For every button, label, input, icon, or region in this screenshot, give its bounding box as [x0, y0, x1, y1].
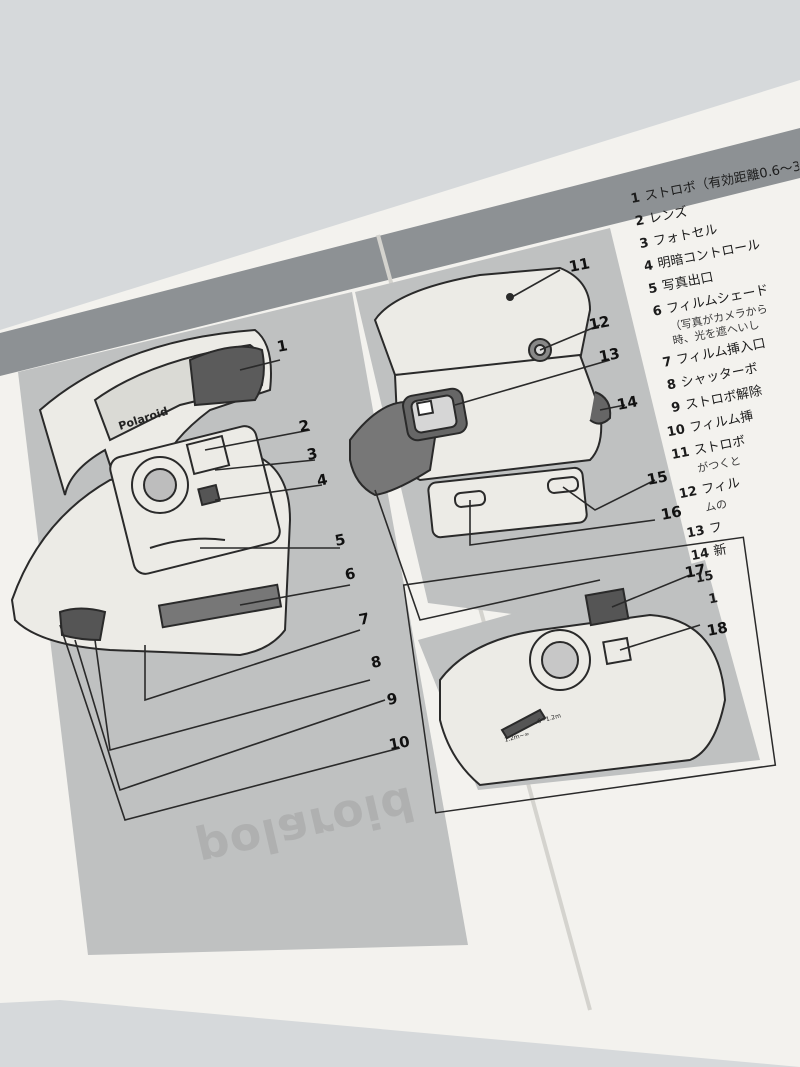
- callout-7: 7: [357, 609, 371, 629]
- callout-5: 5: [333, 530, 347, 550]
- callout-16: 16: [659, 502, 683, 524]
- leader-lines: [59, 269, 701, 821]
- callout-6: 6: [343, 564, 357, 584]
- callout-11: 11: [567, 254, 591, 276]
- callout-3: 3: [305, 444, 319, 464]
- callout-1: 1: [275, 336, 289, 356]
- callout-15: 15: [645, 467, 669, 489]
- callout-17: 17: [683, 560, 707, 582]
- header-band: [0, 128, 800, 376]
- callout-9: 9: [385, 689, 399, 709]
- callout-2: 2: [297, 416, 311, 436]
- callout-4: 4: [315, 470, 329, 490]
- callout-12: 12: [587, 312, 611, 334]
- camera-front-drawing: [10, 328, 292, 657]
- callout-14: 14: [615, 392, 639, 414]
- callout-10: 10: [387, 732, 411, 754]
- callout-18: 18: [705, 618, 729, 640]
- callout-13: 13: [597, 344, 621, 366]
- callout-8: 8: [369, 652, 383, 672]
- detail-drawing: [439, 587, 727, 787]
- camera-back-drawing: [349, 266, 612, 539]
- detail-frame: [402, 536, 777, 814]
